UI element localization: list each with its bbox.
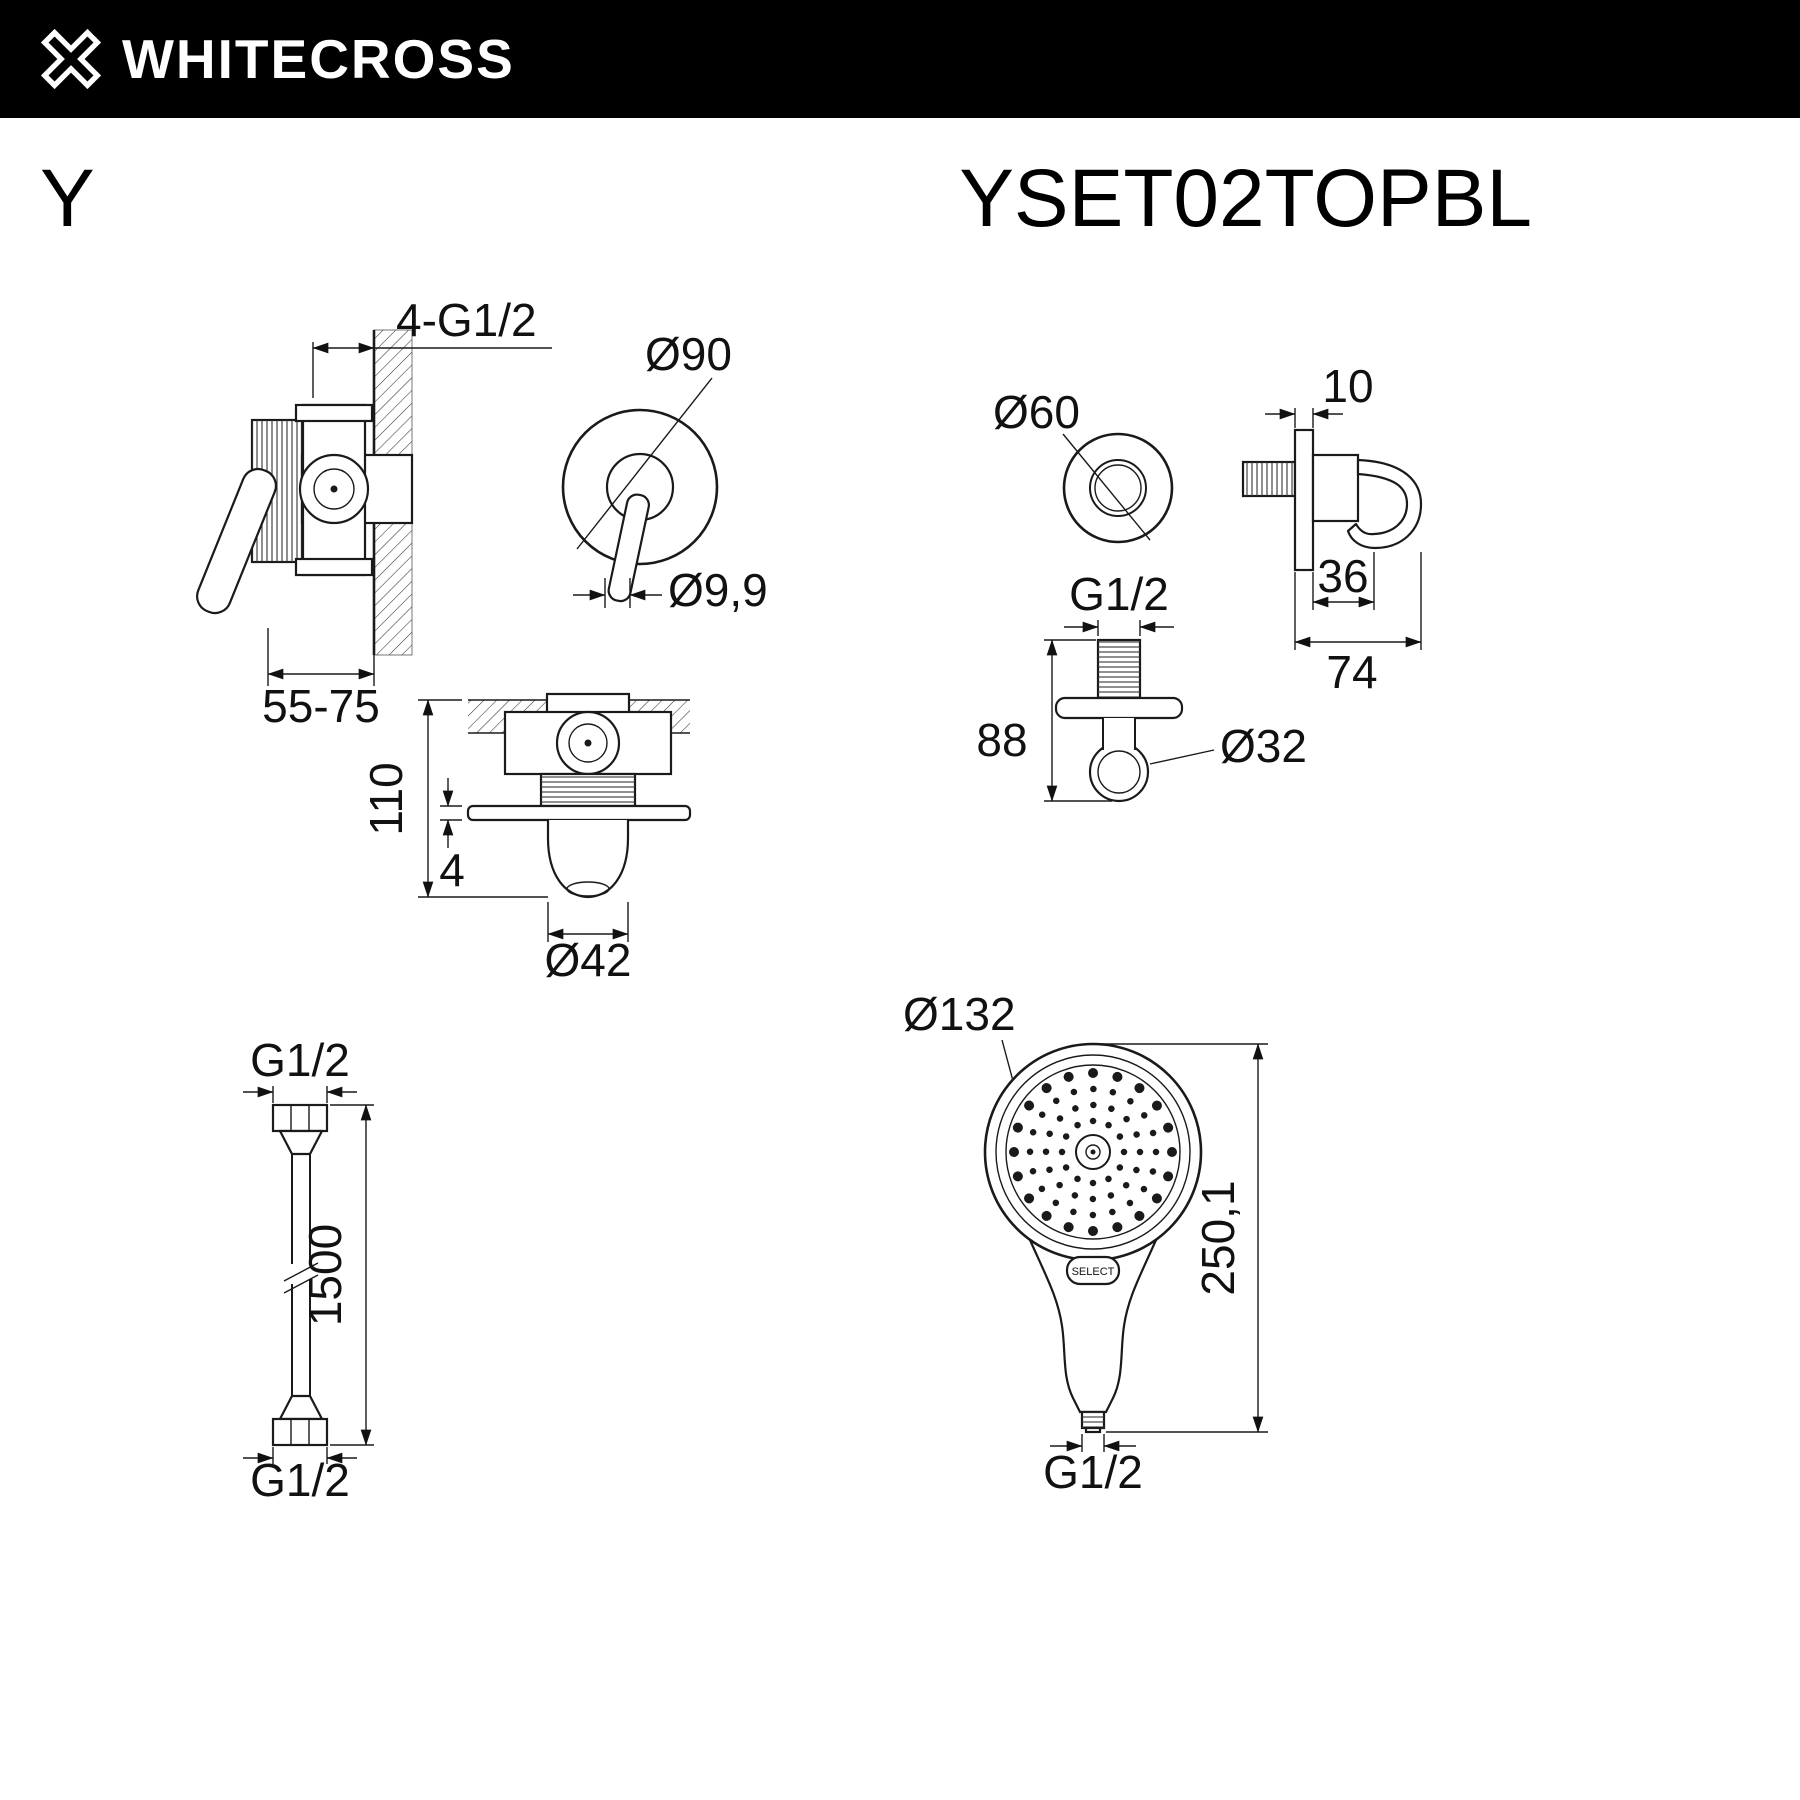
view-mixer-side: 4-G1/2 55-75 (196, 294, 552, 732)
whitecross-logo-icon (40, 28, 102, 90)
product-model: YSET02TOPBL (959, 153, 1532, 244)
dim-label-spout-diameter: Ø42 (545, 934, 632, 986)
dim-label-shower-length: 250,1 (1192, 1180, 1244, 1295)
dim-label-diameter: Ø90 (645, 328, 732, 380)
dim-label-holder-diameter: Ø32 (1220, 720, 1307, 772)
view-mixer-section: 110 4 Ø42 (360, 692, 692, 986)
mixer-pin-handle (607, 493, 650, 603)
dim-label-outlet-diameter: Ø60 (993, 386, 1080, 438)
view-hose: G1/2 1500 G1/2 (243, 1034, 374, 1506)
header-bar: WHITECROSS (0, 0, 1800, 118)
dim-label-head-diameter: Ø132 (903, 988, 1016, 1040)
dim-label-thread: G1/2 (1069, 568, 1169, 620)
select-button (1065, 1255, 1121, 1286)
view-mixer-front: Ø90 Ø9,9 (561, 328, 768, 616)
dim-label-body-depth: 36 (1317, 550, 1368, 602)
dim-label-hose-length: 1500 (299, 1224, 351, 1326)
dim-label-depth: 55-75 (262, 680, 380, 732)
view-outlet-front: Ø60 (993, 386, 1174, 544)
product-series: Y (40, 153, 95, 244)
dim-label-thread-top: G1/2 (250, 1034, 350, 1086)
select-button-label: SELECT (1072, 1266, 1115, 1278)
dim-label-shower-thread: G1/2 (1043, 1446, 1143, 1498)
dim-label-plate-thickness: 4 (439, 844, 465, 896)
dim-label-ports: 4-G1/2 (396, 294, 537, 346)
dim-label-plate-thickness: 10 (1322, 360, 1373, 412)
view-handshower: SELECT Ø132 250,1 G1/2 (903, 988, 1268, 1498)
view-outlet-side: 10 36 74 (1241, 360, 1423, 698)
dim-label-thread-bottom: G1/2 (250, 1454, 350, 1506)
dim-label-total-depth: 74 (1326, 646, 1377, 698)
dim-label-height: 88 (976, 714, 1027, 766)
view-outlet-holder: G1/2 88 Ø32 (976, 568, 1307, 803)
dim-label-handle-tip: Ø9,9 (668, 564, 768, 616)
dim-label-projection: 110 (360, 762, 412, 835)
mixer-lever (196, 467, 278, 615)
brand-name: WHITECROSS (122, 28, 515, 90)
